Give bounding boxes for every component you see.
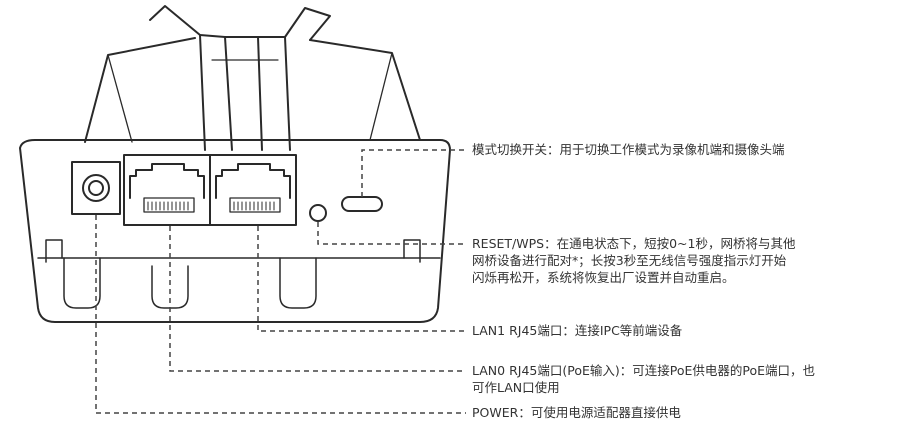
device-housing [84, 37, 421, 143]
leader-lan0 [169, 226, 466, 372]
lan1-port [209, 154, 297, 226]
mode-switch-text: 模式切换开关：用于切换工作模式为录像机端和摄像头端 [472, 142, 785, 157]
leader-mode-switch [361, 149, 466, 197]
reset-button [309, 204, 327, 222]
latch-clips [45, 239, 421, 309]
bottom-panel [19, 139, 451, 323]
callout-power: POWER：可使用电源适配器直接供电 [472, 404, 681, 421]
mounting-bracket [149, 5, 331, 151]
lan0-text-line2: 可作LAN口使用 [472, 380, 560, 395]
callout-reset-wps: RESET/WPS：在通电状态下，短按0~1秒，网桥将与其他 网桥设备进行配对*… [472, 235, 795, 286]
reset-wps-text-line1: RESET/WPS：在通电状态下，短按0~1秒，网桥将与其他 [472, 236, 796, 251]
lan0-text-line1: LAN0 RJ45端口(PoE输入)：可连接PoE供电器的PoE端口，也 [472, 363, 816, 378]
lan1-text: LAN1 RJ45端口：连接IPC等前端设备 [472, 323, 683, 338]
leader-power [95, 215, 466, 414]
power-port [71, 161, 121, 215]
callout-lan0: LAN0 RJ45端口(PoE输入)：可连接PoE供电器的PoE端口，也 可作L… [472, 362, 815, 396]
leader-reset [317, 222, 466, 245]
callout-lan1: LAN1 RJ45端口：连接IPC等前端设备 [472, 322, 682, 339]
lan0-port [123, 154, 211, 226]
mode-switch [341, 196, 383, 212]
callout-mode-switch: 模式切换开关：用于切换工作模式为录像机端和摄像头端 [472, 141, 785, 158]
reset-wps-text-line2: 网桥设备进行配对*；长按3秒至无线信号强度指示灯开始 [472, 253, 787, 268]
leader-lan1 [257, 226, 466, 332]
power-text: POWER：可使用电源适配器直接供电 [472, 405, 681, 420]
reset-wps-text-line3: 闪烁再松开，系统将恢复出厂设置并自动重启。 [472, 270, 735, 285]
